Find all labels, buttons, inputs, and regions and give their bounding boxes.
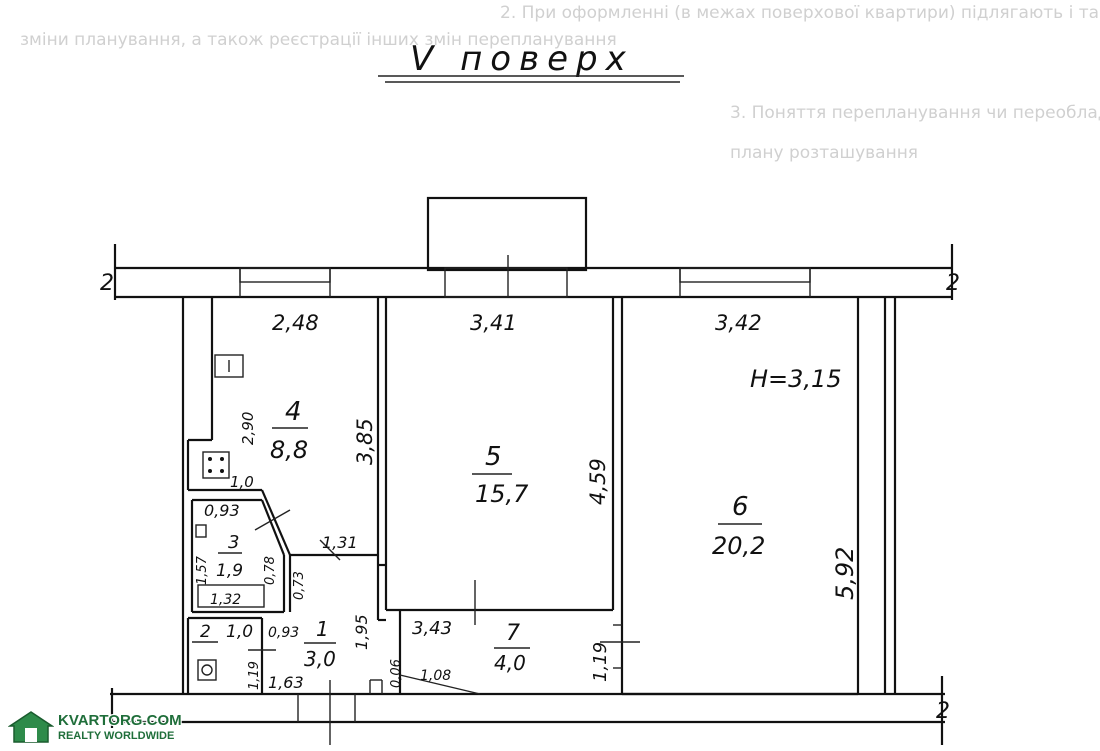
room-area: 3,0 [304,647,336,671]
dimension-label: 0,73 [292,571,307,600]
dimension-label: 0,93 [268,625,299,641]
dimension-label: 1,32 [210,592,241,608]
logo-tagline: REALTY WORLDWIDE [58,729,175,742]
dimension-label: 3,42 [715,311,762,335]
dimension-label: 1,57 [195,555,210,585]
dimension-label: 4,59 [586,458,610,505]
room-number: 1 [316,617,329,641]
room-1-hall [288,539,613,694]
room-area: 8,8 [270,436,308,464]
dimension-label: 0,78 [263,556,278,585]
dimension-label: 0,93 [204,501,240,520]
room-6 [600,297,858,696]
room-area: 1,0 [226,622,253,642]
dimension-label: 5,92 [831,547,859,600]
dimension-label: 1,19 [590,642,611,682]
kvartorg-logo: KVARTORG.COM REALTY WORLDWIDE [8,708,182,746]
room-number: 2 [200,622,211,642]
background-text-line: 2. При оформленні (в межах поверхової кв… [500,3,1100,23]
dimension-label: 3,43 [412,618,452,639]
right-exterior-wall [856,297,897,694]
left-exterior-wall [181,297,214,694]
dimension-label: 2,48 [272,311,319,335]
room-area: 20,2 [712,532,765,560]
dimension-label: 1,19 [247,661,262,690]
floor-title: V поверх [410,39,634,79]
room-area: 15,7 [475,480,529,508]
dimension-label: 1,63 [268,673,304,692]
room-number: 6 [732,492,749,522]
ceiling-height-note: H=3,15 [750,365,842,393]
dimension-label: 1,0 [230,473,254,491]
house-logo-icon [8,711,54,743]
dimension-label: 3,85 [353,418,377,465]
dimension-label: 1,08 [420,668,451,684]
dimension-label: 1,95 [352,614,371,650]
axis-mark: 2 [936,699,950,724]
background-text-line: плану розташування [730,143,918,163]
bottom-exterior-wall [110,676,945,745]
axis-mark: 2 [946,271,960,296]
axis-mark: 2 [100,271,114,296]
logo-name: KVARTORG.COM [58,711,182,729]
background-text-line: 3. Поняття перепланування чи переобладна… [730,103,1100,123]
dimension-label: 3,41 [470,311,517,335]
background-text-line: зміни планування, а також реєстрації інш… [20,30,617,50]
room-5 [376,297,615,620]
dimension-label: 1,31 [322,533,358,552]
room-7-corridor [398,580,481,695]
room-number: 4 [285,397,302,427]
top-exterior-wall [113,244,954,300]
balcony [426,196,588,272]
room-2-wc [186,616,276,694]
room-4-kitchen [188,297,380,565]
dimension-label: 0,06 [389,659,404,688]
room-number: 7 [506,621,520,646]
dimension-label: 2,90 [239,412,257,445]
room-area: 1,9 [216,561,243,581]
room-area: 4,0 [494,651,526,675]
room-number: 5 [485,442,502,472]
room-number: 3 [228,532,239,553]
room-3-bathroom [190,498,291,614]
